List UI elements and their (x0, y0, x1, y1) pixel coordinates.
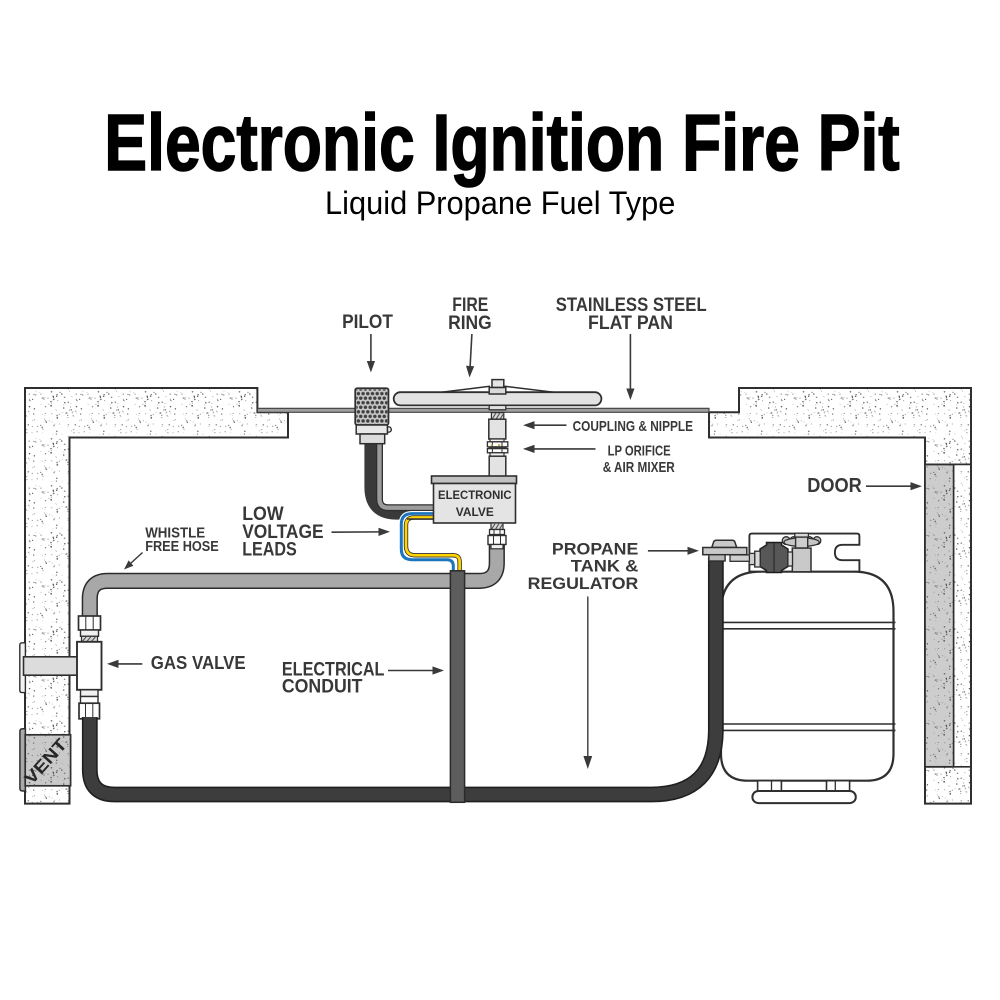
svg-text:COUPLING & NIPPLE: COUPLING & NIPPLE (573, 419, 694, 435)
svg-text:FREE HOSE: FREE HOSE (145, 539, 219, 555)
svg-text:VALVE: VALVE (456, 505, 494, 519)
svg-text:FLAT PAN: FLAT PAN (588, 312, 673, 334)
svg-text:WHISTLE: WHISTLE (145, 525, 205, 541)
svg-text:CONDUIT: CONDUIT (282, 677, 363, 698)
svg-text:LEADS: LEADS (242, 538, 297, 560)
svg-text:FIRE: FIRE (452, 294, 488, 316)
svg-text:RING: RING (448, 312, 492, 334)
svg-text:Electronic Ignition Fire Pit: Electronic Ignition Fire Pit (104, 98, 899, 187)
svg-text:PROPANE: PROPANE (552, 540, 638, 558)
svg-text:PILOT: PILOT (342, 311, 393, 333)
svg-text:GAS VALVE: GAS VALVE (151, 652, 246, 673)
svg-text:VOLTAGE: VOLTAGE (242, 521, 323, 543)
svg-text:TANK &: TANK & (571, 557, 639, 575)
svg-text:Liquid Propane Fuel Type: Liquid Propane Fuel Type (325, 185, 675, 221)
svg-text:DOOR: DOOR (807, 475, 862, 497)
svg-text:ELECTRICAL: ELECTRICAL (282, 660, 385, 681)
svg-text:ELECTRONIC: ELECTRONIC (438, 488, 512, 502)
svg-text:LP ORIFICE: LP ORIFICE (608, 443, 671, 459)
svg-text:REGULATOR: REGULATOR (528, 575, 639, 593)
svg-text:& AIR MIXER: & AIR MIXER (603, 460, 675, 476)
svg-text:LOW: LOW (242, 503, 284, 525)
svg-text:STAINLESS STEEL: STAINLESS STEEL (556, 294, 707, 316)
